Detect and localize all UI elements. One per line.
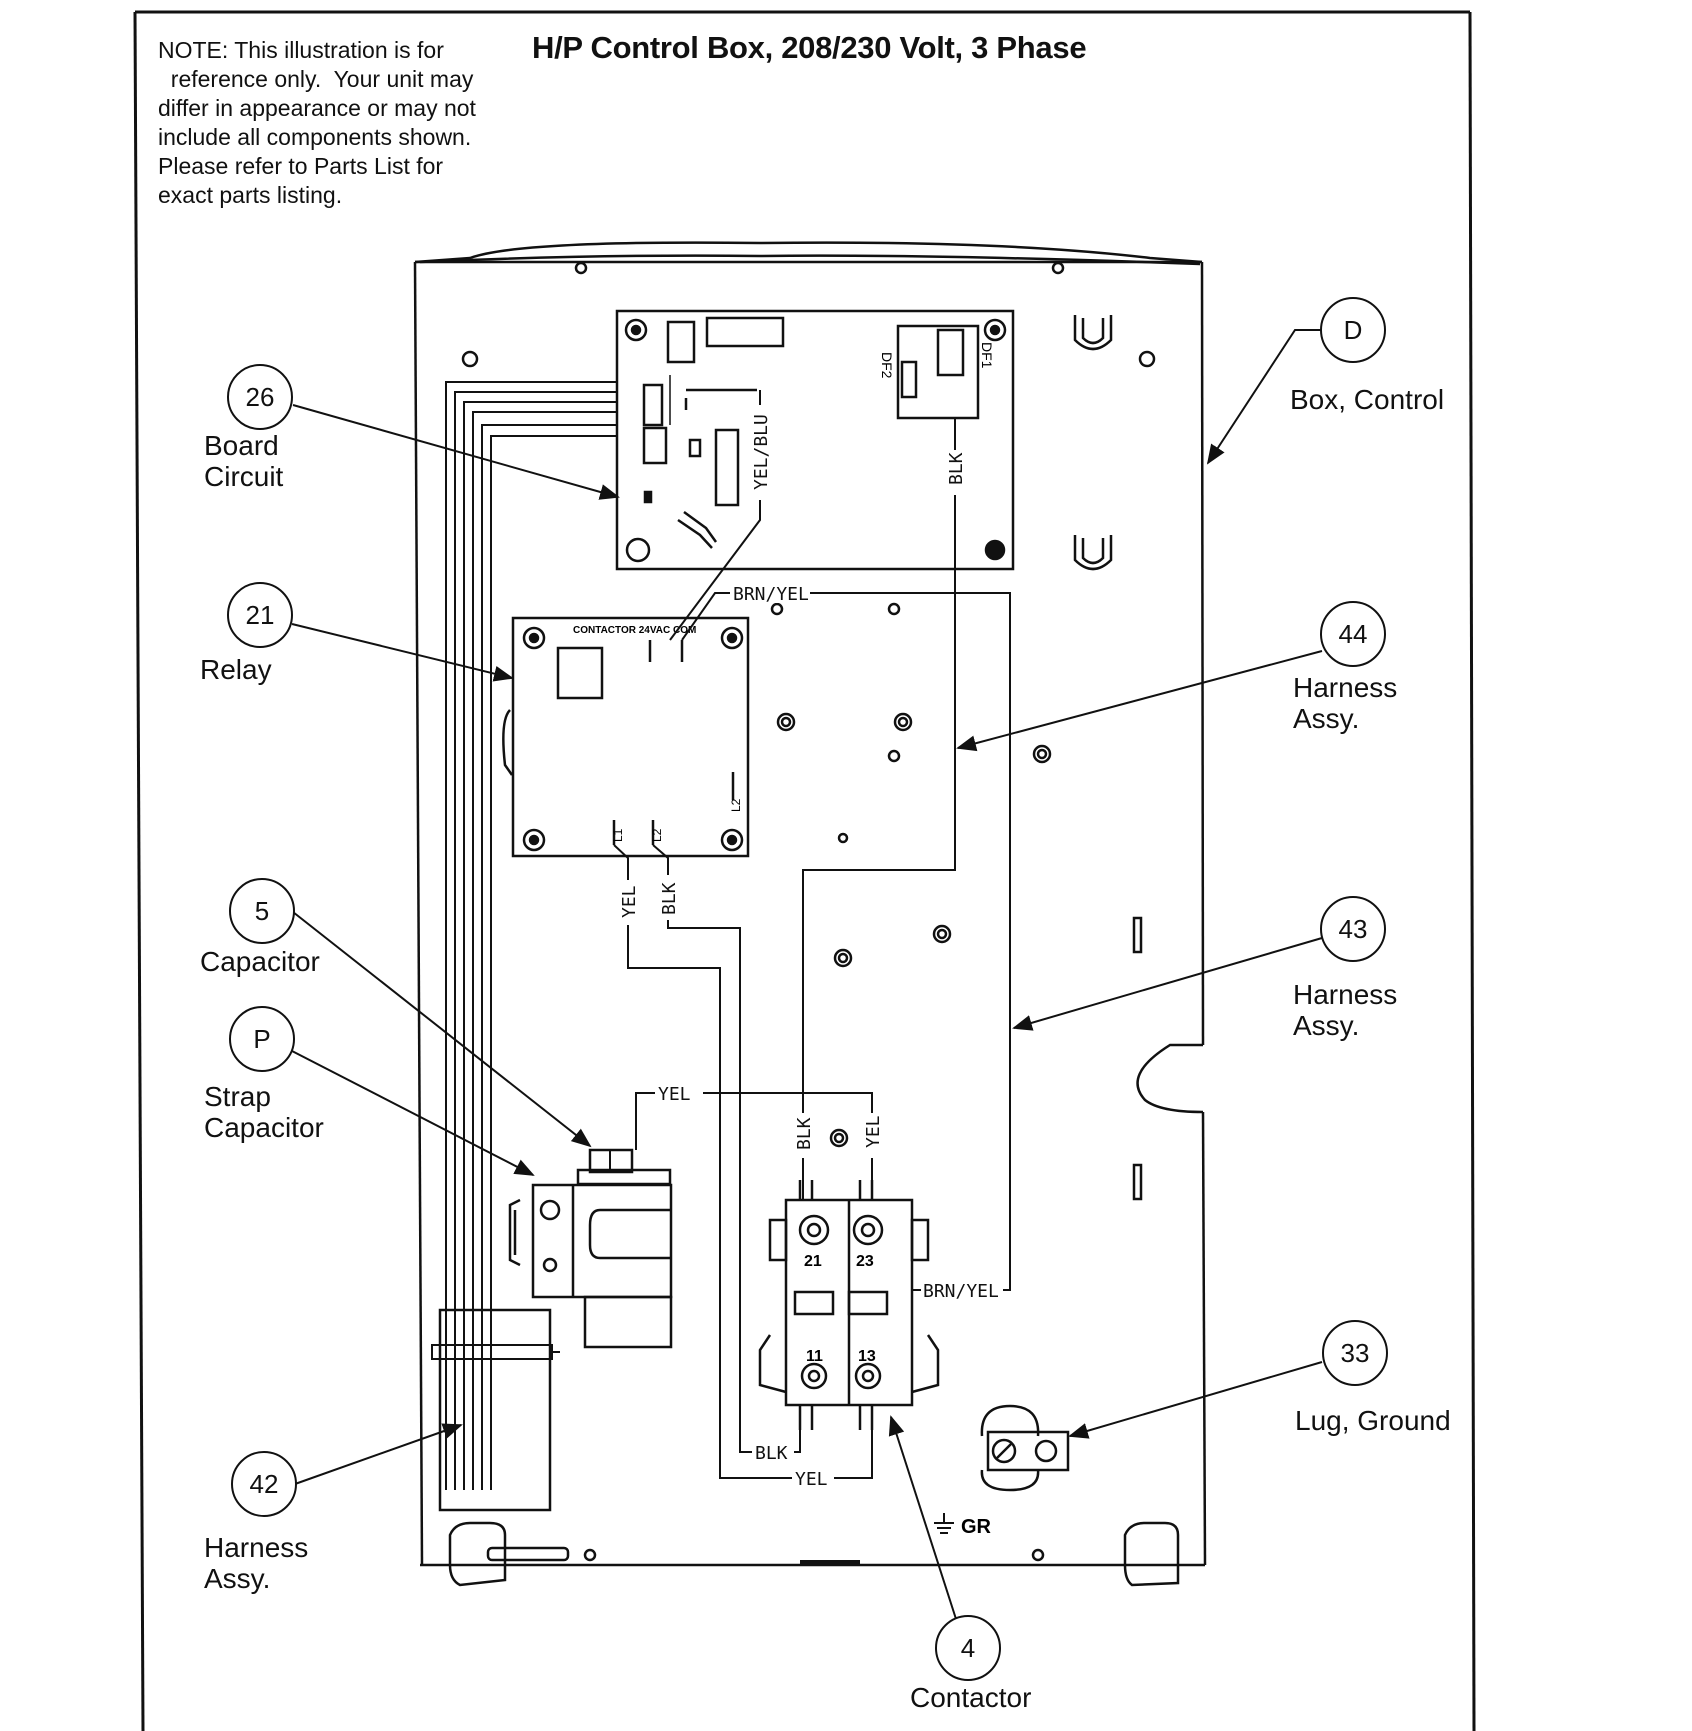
callout-circles bbox=[227, 297, 1388, 1681]
callout-d-number: D bbox=[1344, 315, 1363, 345]
relay-terminal-labels: CONTACTOR 24VAC COM bbox=[573, 625, 696, 636]
wire-label-blk-relay: BLK bbox=[659, 882, 680, 915]
note-line: NOTE: This illustration is for bbox=[158, 37, 444, 63]
relay-pin-l2: L2 bbox=[650, 828, 664, 842]
label-contactor: Contactor bbox=[910, 1682, 1032, 1713]
contactor-terminal-13: 13 bbox=[858, 1348, 876, 1365]
callout-21-number: 21 bbox=[246, 600, 275, 630]
df-tag-right: DF1 bbox=[979, 342, 995, 369]
callout-43-number: 43 bbox=[1339, 914, 1368, 944]
label-box-control: Box, Control bbox=[1290, 384, 1445, 415]
callout-44-number: 44 bbox=[1339, 619, 1368, 649]
ground-label: GR bbox=[961, 1516, 992, 1538]
note-line: differ in appearance or may not bbox=[158, 95, 476, 121]
wire-label-blk-contactor: BLK bbox=[794, 1117, 815, 1150]
wire-label-bg bbox=[618, 405, 1003, 1488]
wire-label-brn-yel-right: BRN/YEL bbox=[923, 1281, 999, 1302]
callout-26-number: 26 bbox=[246, 382, 275, 412]
wire-label-blk-bottom: BLK bbox=[755, 1443, 788, 1464]
callout-4-number: 4 bbox=[961, 1633, 975, 1663]
wire-label-yel-bottom: YEL bbox=[795, 1469, 828, 1490]
wire-label-yel-relay: YEL bbox=[619, 885, 640, 918]
capacitor bbox=[508, 1148, 673, 1349]
outer-frame bbox=[133, 10, 1476, 1731]
ground-symbol bbox=[934, 1513, 954, 1534]
callout-numbers: 26 21 5 P 42 D 44 43 33 4 bbox=[246, 315, 1370, 1663]
wire-label-blk-board: BLK bbox=[946, 452, 967, 485]
relay bbox=[502, 616, 750, 858]
contactor-terminal-23: 23 bbox=[856, 1253, 874, 1270]
note-line: include all components shown. bbox=[158, 124, 472, 150]
wire-label-yel-cap: YEL bbox=[658, 1084, 691, 1105]
note-line: Please refer to Parts List for bbox=[158, 153, 444, 179]
label-capacitor: Capacitor bbox=[200, 946, 320, 977]
contactor-terminal-21: 21 bbox=[804, 1253, 822, 1270]
label-strap-capacitor: Strap Capacitor bbox=[204, 1081, 324, 1143]
relay-pin-l1: L1 bbox=[611, 828, 625, 842]
label-lug-ground: Lug, Ground bbox=[1295, 1405, 1451, 1436]
label-relay: Relay bbox=[200, 654, 272, 685]
callout-p-number: P bbox=[253, 1024, 270, 1054]
label-board-circuit: Board Circuit bbox=[204, 430, 284, 492]
leader-lines bbox=[291, 329, 1323, 1620]
label-harness-42: Harness Assy. bbox=[204, 1532, 309, 1594]
diagram-title: H/P Control Box, 208/230 Volt, 3 Phase bbox=[532, 30, 1087, 65]
contactor bbox=[758, 1180, 940, 1430]
df-tag-left: DF2 bbox=[879, 352, 895, 379]
circuit-board bbox=[615, 309, 1015, 571]
relay-pin-l2b: L2 bbox=[729, 798, 743, 812]
contactor-terminal-11: 11 bbox=[806, 1348, 823, 1365]
callout-33-number: 33 bbox=[1341, 1338, 1370, 1368]
note-line: exact parts listing. bbox=[158, 182, 343, 208]
wire-label-yel-blu: YEL/BLU bbox=[751, 414, 772, 490]
callout-42-number: 42 bbox=[250, 1469, 279, 1499]
label-harness-43: Harness Assy. bbox=[1293, 979, 1398, 1041]
control-box-panel bbox=[413, 241, 1207, 1587]
wire-label-brn-yel-top: BRN/YEL bbox=[733, 584, 809, 605]
reference-note: NOTE: This illustration is for reference… bbox=[158, 36, 518, 210]
label-harness-44: Harness Assy. bbox=[1293, 672, 1398, 734]
wire-label-yel-contactor: YEL bbox=[863, 1115, 884, 1148]
harness-42 bbox=[431, 381, 617, 1512]
callout-5-number: 5 bbox=[255, 896, 269, 926]
note-line: reference only. Your unit may bbox=[158, 66, 474, 92]
ground-lug bbox=[980, 1404, 1070, 1492]
